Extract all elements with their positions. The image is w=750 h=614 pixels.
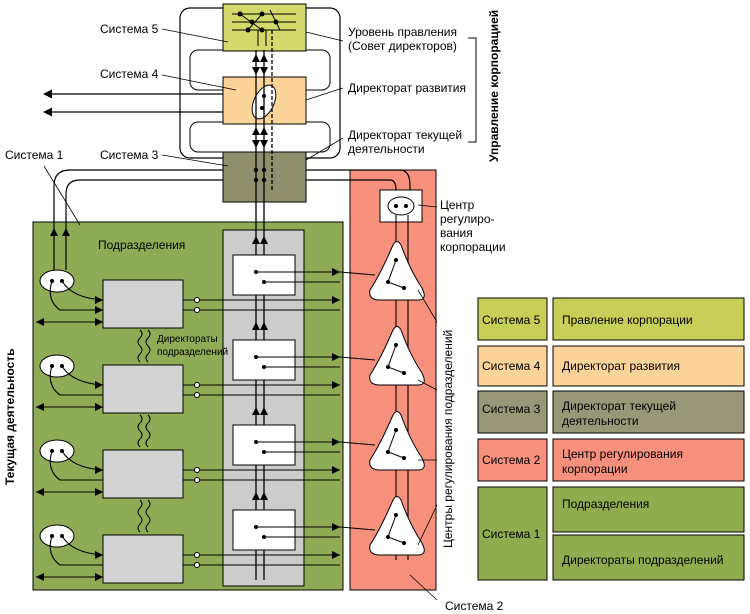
legend-row-4-desc xyxy=(552,438,745,482)
label-dev-directorate: Директорат развития xyxy=(348,81,466,95)
label-division-directorates-2: подразделений xyxy=(157,347,228,358)
division-box-2 xyxy=(102,364,184,414)
label-divisions: Подразделения xyxy=(98,238,185,252)
label-regulation-center-3: вания xyxy=(440,226,473,240)
legend-row-2-system-label: Система 4 xyxy=(482,359,541,373)
white-box-1 xyxy=(232,254,296,296)
label-division-directorates-1: Директораты xyxy=(157,334,218,345)
white-box-4 xyxy=(232,509,296,551)
white-box-nodes xyxy=(254,270,266,539)
legend-row-2-system xyxy=(477,345,548,387)
label-regulation-center-1: Центр xyxy=(440,198,475,212)
legend-row-5-desc-bottom xyxy=(552,534,745,581)
legend-row-5-system xyxy=(477,486,548,581)
directorate-links xyxy=(137,329,151,533)
label-regulation-center-4: корпорации xyxy=(440,240,506,254)
legend-row-4-desc-label-2: корпорации xyxy=(562,462,628,476)
legend-row-3-desc-label-1: Директорат текущей xyxy=(562,399,676,413)
trunk-arrows xyxy=(252,54,268,500)
label-current-activity: Текущая деятельность xyxy=(3,348,17,485)
regulator-1 xyxy=(369,241,425,301)
regulator-3 xyxy=(369,411,425,471)
label-current-directorate-1: Директорат текущей xyxy=(348,128,462,142)
system5-network xyxy=(232,9,296,46)
row-arrowheads xyxy=(36,268,340,581)
label-system3: Система 3 xyxy=(100,148,159,162)
label-governance-2: (Совет директоров) xyxy=(348,39,457,53)
legend-row-2-desc-label: Директорат развития xyxy=(562,359,680,373)
label-system5: Система 5 xyxy=(100,22,159,36)
legend-row-4-system-label: Система 2 xyxy=(482,453,541,467)
legend-row-3-system xyxy=(477,390,548,434)
legend-row-3-system-label: Система 3 xyxy=(482,402,541,416)
division-regulators xyxy=(369,241,425,556)
environment-arrows xyxy=(43,89,223,117)
legend-row-5-desc-label-2: Директораты подразделений xyxy=(562,553,723,567)
legend-row-1-desc xyxy=(552,297,745,341)
legend-row-1-system-label: Система 5 xyxy=(482,313,541,327)
white-box-2 xyxy=(232,339,296,381)
legend-row-2-desc xyxy=(552,345,745,387)
system5-box xyxy=(222,3,307,52)
legend: Система 5 Правление корпорации Система 4… xyxy=(477,297,745,581)
legend-row-5-desc-top xyxy=(552,486,745,533)
division-box-3 xyxy=(102,449,184,499)
legend-row-1-desc-label: Правление корпорации xyxy=(562,313,693,327)
label-governance-1: Уровень правления xyxy=(348,25,457,39)
label-current-directorate-2: деятельности xyxy=(348,142,425,156)
leader-lines xyxy=(43,28,438,601)
label-division-regulation-centers: Центры регулирования подразделений xyxy=(441,330,455,548)
legend-row-5-system-label: Система 1 xyxy=(482,527,541,541)
trunk-lines xyxy=(255,30,273,580)
division-box-1 xyxy=(102,279,184,329)
label-system2: Система 2 xyxy=(445,599,504,613)
regulator-4 xyxy=(369,496,425,556)
legend-row-1-system xyxy=(477,297,548,341)
legend-row-4-desc-label-1: Центр регулирования xyxy=(562,447,683,461)
white-box-3 xyxy=(232,424,296,466)
legend-row-4-system xyxy=(477,438,548,482)
inner-loop-bottom xyxy=(189,121,331,153)
label-system1: Система 1 xyxy=(5,148,64,162)
management-bracket xyxy=(468,37,477,143)
label-regulation-center-2: регулиро- xyxy=(440,212,495,226)
legend-row-5-desc-label-1: Подразделения xyxy=(562,497,649,511)
legend-row-3-desc-label-2: деятельности xyxy=(562,414,639,428)
legend-row-3-desc xyxy=(552,390,745,434)
division-ports xyxy=(194,297,200,568)
label-system4: Система 4 xyxy=(100,67,159,81)
label-corp-management: Управление корпорацией xyxy=(487,10,501,162)
division-box-4 xyxy=(102,534,184,584)
